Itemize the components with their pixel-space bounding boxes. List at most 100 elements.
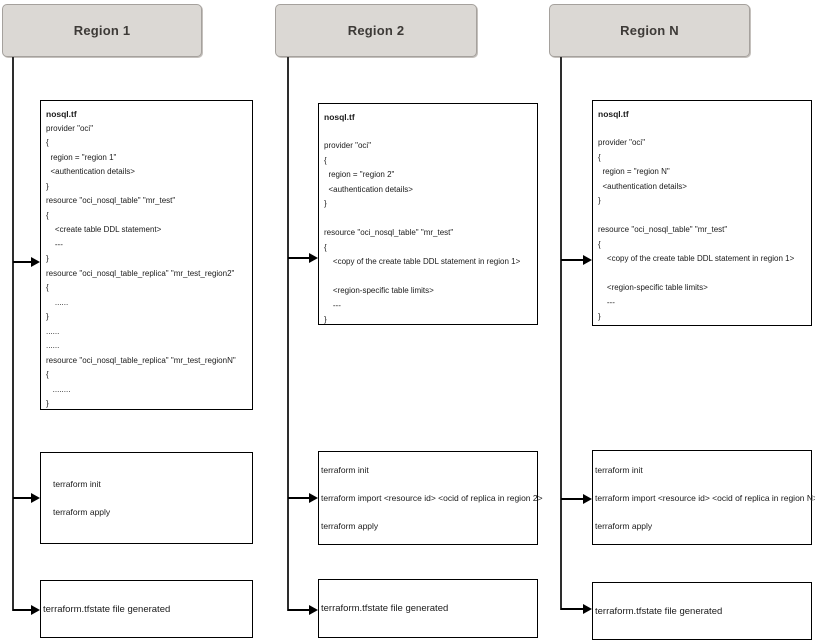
code-line: ---	[46, 239, 63, 249]
code-line: {	[46, 210, 49, 220]
region-2-terraform-commands-box: terraform init terraform import <resource…	[318, 451, 543, 545]
code-line: ......	[46, 326, 60, 336]
code-line: region = "region 2"	[324, 170, 395, 179]
code-line: ---	[598, 297, 615, 307]
code-line: resource "oci_nosql_table" "mr_test"	[324, 228, 454, 237]
code-line	[598, 122, 807, 137]
code-line: <authentication details>	[46, 167, 135, 176]
arrow-head-icon	[583, 255, 592, 265]
code-line: <authentication details>	[324, 184, 413, 194]
code-line	[598, 267, 807, 282]
code-line: provider "oci"	[598, 138, 646, 147]
region-n-header-label: Region N	[620, 23, 679, 38]
code-line: <create table DDL statement>	[46, 225, 162, 234]
code-line: ........	[46, 384, 71, 394]
code-line: resource "oci_nosql_table" "mr_test"	[598, 225, 728, 234]
region-1-arrow-to-state-box	[13, 605, 40, 615]
region-2-header: Region 2	[275, 4, 477, 57]
region-n-tfstate-box: terraform.tfstate file generated	[592, 582, 812, 640]
code-line: <region-specific table limits>	[324, 286, 434, 295]
code-line: region = "region 1"	[46, 152, 117, 162]
region-1-tfstate-box: terraform.tfstate file generated	[40, 580, 253, 638]
arrow-head-icon	[583, 604, 592, 614]
code-line: }	[46, 399, 49, 408]
region-n-arrow-to-code-box	[561, 255, 592, 265]
region-2-arrow-to-code-box	[288, 253, 318, 263]
cmd-line: terraform import <resource id> <ocid of …	[595, 492, 815, 503]
tfstate-label: terraform.tfstate file generated	[321, 603, 449, 614]
code-line: }	[598, 312, 601, 321]
code-line: }	[324, 199, 327, 208]
code-line	[324, 125, 533, 140]
code-line: }	[46, 181, 49, 191]
code-lines: provider "oci" { region = "region N" <aut…	[598, 122, 807, 325]
region-n-nosql-tf-box: nosql.tf provider "oci" { region = "regio…	[592, 100, 812, 326]
code-line	[324, 270, 533, 285]
code-line: {	[324, 242, 327, 252]
cmd-line: terraform apply	[595, 520, 653, 531]
region-n-header: Region N	[549, 4, 750, 57]
code-line: {	[46, 370, 49, 379]
region-2-arrow-to-cmd-box	[288, 493, 318, 503]
code-lines: provider "oci" { region = "region 1" <aut…	[46, 122, 248, 412]
region-1-header: Region 1	[2, 4, 202, 57]
code-lines: provider "oci" { region = "region 2" <aut…	[324, 125, 533, 328]
code-line: {	[46, 138, 49, 147]
cmd-line: terraform apply	[53, 507, 111, 517]
code-line: <authentication details>	[598, 181, 687, 191]
code-file-title: nosql.tf	[598, 109, 629, 119]
tfstate-label: terraform.tfstate file generated	[43, 603, 171, 615]
region-2-arrow-to-state-box	[288, 605, 318, 615]
arrow-head-icon	[31, 493, 40, 503]
code-line	[598, 209, 807, 224]
cmd-lines: terraform init terraform import <resource…	[321, 456, 543, 540]
arrow-head-icon	[583, 494, 592, 504]
code-line: region = "region N"	[598, 167, 670, 176]
cmd-line: terraform init	[321, 465, 369, 475]
code-line: ......	[46, 297, 69, 307]
region-n-arrow-to-cmd-box	[561, 494, 592, 504]
region-1-header-label: Region 1	[73, 23, 131, 38]
tfstate-label: terraform.tfstate file generated	[595, 605, 723, 617]
region-1-arrow-to-code-box	[13, 257, 40, 267]
arrow-head-icon	[31, 605, 40, 615]
code-line: }	[324, 315, 327, 324]
code-line: provider "oci"	[324, 141, 372, 150]
region-n-terraform-commands-box: terraform init terraform import <resource…	[592, 450, 815, 545]
code-line: ---	[324, 300, 341, 310]
code-line: ......	[46, 341, 60, 350]
region-1-nosql-tf-box: nosql.tf provider "oci" { region = "regio…	[40, 100, 253, 410]
arrow-head-icon	[309, 493, 318, 503]
code-line: {	[46, 283, 49, 292]
code-line: }	[46, 312, 49, 321]
region-1-connector-line	[12, 57, 14, 611]
code-line: <copy of the create table DDL statement …	[598, 254, 795, 263]
cmd-line: terraform init	[53, 479, 101, 489]
code-line: }	[598, 196, 601, 205]
cmd-line: terraform apply	[321, 521, 379, 531]
code-line: resource "oci_nosql_table_replica" "mr_t…	[46, 268, 235, 278]
code-line: {	[598, 152, 601, 162]
code-line: resource "oci_nosql_table_replica" "mr_t…	[46, 355, 236, 365]
code-line	[324, 212, 533, 227]
region-2-tfstate-box: terraform.tfstate file generated	[318, 579, 538, 638]
code-file-title: nosql.tf	[46, 109, 77, 119]
region-1-arrow-to-cmd-box	[13, 493, 40, 503]
code-file-title: nosql.tf	[324, 112, 355, 122]
code-line: <copy of the create table DDL statement …	[324, 257, 521, 266]
cmd-line: terraform import <resource id> <ocid of …	[321, 493, 543, 503]
region-2-header-label: Region 2	[347, 23, 405, 38]
region-n-arrow-to-state-box	[561, 604, 592, 614]
cmd-line: terraform init	[595, 464, 643, 475]
cmd-lines: terraform init terraform import <resource…	[595, 456, 815, 540]
code-line: }	[46, 254, 49, 263]
region-2-nosql-tf-box: nosql.tf provider "oci" { region = "regio…	[318, 103, 538, 325]
code-line: <region-specific table limits>	[598, 283, 708, 292]
arrow-head-icon	[309, 253, 318, 263]
region-n-connector-line	[560, 57, 562, 610]
code-line: provider "oci"	[46, 123, 94, 133]
cmd-lines: terraform init terraform apply	[53, 470, 252, 526]
arrow-head-icon	[309, 605, 318, 615]
region-1-terraform-commands-box: terraform init terraform apply	[40, 452, 253, 544]
